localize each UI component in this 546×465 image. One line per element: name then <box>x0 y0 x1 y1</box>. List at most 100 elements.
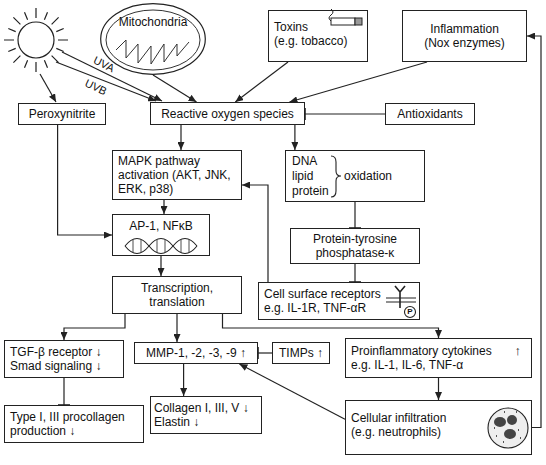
arrow-connector <box>176 314 177 342</box>
helix-rungs <box>133 240 189 252</box>
arrow-connector <box>242 185 268 282</box>
process-box: DNA lipid protein oxidation <box>285 150 425 202</box>
node-text: Transcription, translation <box>118 281 236 309</box>
cell-membrane <box>386 298 416 302</box>
source-box: Toxins(e.g. tobacco) <box>268 10 368 62</box>
ellipse-shape <box>101 4 206 75</box>
arrow-connector <box>239 364 345 419</box>
node-text: e.g. IL-1, IL-6, TNF-α <box>351 358 463 372</box>
cristae-fold <box>116 40 189 64</box>
uv-ray-line <box>40 74 56 102</box>
process-box: MMP-1, -2, -3, -9 ↑ <box>134 342 258 364</box>
radiation-label: UVB <box>83 77 109 98</box>
source-box: Inflammation(Nox enzymes) <box>402 10 527 62</box>
nucleus-lobe <box>494 417 506 427</box>
node-text: Type I, III procollagen production ↓ <box>10 410 138 438</box>
process-box: MAPK pathway activation (AKT, JNK, ERK, … <box>112 150 242 200</box>
process-box: Antioxidants <box>385 103 475 125</box>
cigarette-filter <box>355 18 362 25</box>
node-text: Reactive oxygen species <box>161 107 294 121</box>
receptor-shape <box>395 286 405 308</box>
node-text: Collagen I, III, V ↓ Elastin ↓ <box>154 401 258 429</box>
node-text: Toxins <box>274 20 308 34</box>
nucleus-lobe <box>507 415 517 425</box>
arrow-connector <box>64 314 125 340</box>
outcome-box: Collagen I, III, V ↓ Elastin ↓ <box>150 396 262 434</box>
arrow-connector <box>294 125 295 150</box>
mitochondria-cristae <box>106 10 200 70</box>
cigarette-body <box>331 18 355 25</box>
uv-ray-line <box>62 52 162 101</box>
node-text: (e.g. neutrophils) <box>351 425 441 439</box>
curly-brace <box>331 156 341 197</box>
node-text: MMP-1, -2, -3, -9 ↑ <box>146 346 246 360</box>
receptor-icon <box>386 286 416 318</box>
arrow-connector <box>223 314 439 338</box>
process-box: TIMPs ↑ <box>272 342 330 364</box>
arrow-connector <box>163 200 164 214</box>
phosphate-circle <box>405 307 416 318</box>
node-text: ↑ <box>515 344 522 358</box>
process-box: Proinflammatory cytokinese.g. IL-1, IL-6… <box>345 338 532 378</box>
node-text: Cell surface receptors <box>264 287 381 301</box>
arrow-connector <box>180 125 181 150</box>
node-text: (e.g. tobacco) <box>274 34 347 48</box>
smoke-curl <box>329 9 333 21</box>
process-box: Protein-tyrosine phosphatase-κ <box>290 228 420 264</box>
process-box: Peroxynitrite <box>18 103 106 125</box>
node-text: TGF-β receptor ↓ Smad signaling ↓ <box>10 345 118 373</box>
node-text: MAPK pathway activation (AKT, JNK, ERK, … <box>118 154 236 196</box>
cigarette-icon <box>329 9 362 25</box>
node-text: Inflammation <box>430 22 499 36</box>
arrow-connector <box>183 364 184 396</box>
inhibition-connector <box>63 378 64 405</box>
arrow-connector <box>527 36 541 428</box>
node-text: DNA lipid protein <box>292 154 332 199</box>
process-box: AP-1, NFκB <box>112 214 210 256</box>
sun-icon <box>4 8 68 72</box>
arrow-connector <box>235 62 288 102</box>
arrow-connector <box>290 62 428 102</box>
node-text: Peroxynitrite <box>29 107 96 121</box>
arrow-connector <box>153 75 197 102</box>
inhibition-connector <box>258 352 272 353</box>
granules <box>494 412 521 442</box>
arrow-connector <box>58 125 112 235</box>
node-text: AP-1, NFκB <box>129 219 192 233</box>
node-text: TIMPs ↑ <box>279 346 323 360</box>
outcome-box: Type I, III procollagen production ↓ <box>4 405 144 443</box>
helix-strand <box>125 239 197 254</box>
node-text: Antioxidants <box>397 107 462 121</box>
node-text: Cellular infiltration <box>351 411 446 425</box>
nucleus-lobe <box>504 429 516 439</box>
process-box: Cellular infiltration(e.g. neutrophils) <box>345 400 532 455</box>
node-text: e.g. IL-1R, TNF-αR <box>264 301 366 315</box>
neutrophil-icon <box>488 408 528 448</box>
uv-rays <box>40 52 162 102</box>
node-text: Protein-tyrosine phosphatase-κ <box>296 232 414 260</box>
phosphate-label: P <box>407 308 412 316</box>
sun-rays <box>4 8 68 72</box>
node-text: (Nox enzymes) <box>424 36 505 50</box>
sun-disc <box>18 22 54 58</box>
inner-membrane <box>106 10 200 70</box>
arrow-connector <box>438 378 439 400</box>
process-box: TGF-β receptor ↓ Smad signaling ↓ <box>4 340 124 378</box>
helix-strand <box>125 239 197 254</box>
node-text: Proinflammatory cytokines <box>351 344 492 358</box>
process-box: Cell surface receptorse.g. IL-1R, TNF-αR <box>258 282 420 320</box>
node-text: oxidation <box>344 169 392 183</box>
central-box: Reactive oxygen species <box>150 102 305 125</box>
dna-helix-icon <box>125 239 197 254</box>
node-text: Mitochondria <box>119 15 188 29</box>
inhibition-connector <box>305 113 385 114</box>
inhibition-connector <box>354 202 355 228</box>
process-box: Transcription, translation <box>112 276 242 314</box>
cell-outline <box>488 408 528 448</box>
inhibition-connector <box>354 264 355 282</box>
arrow-connector <box>160 256 161 276</box>
